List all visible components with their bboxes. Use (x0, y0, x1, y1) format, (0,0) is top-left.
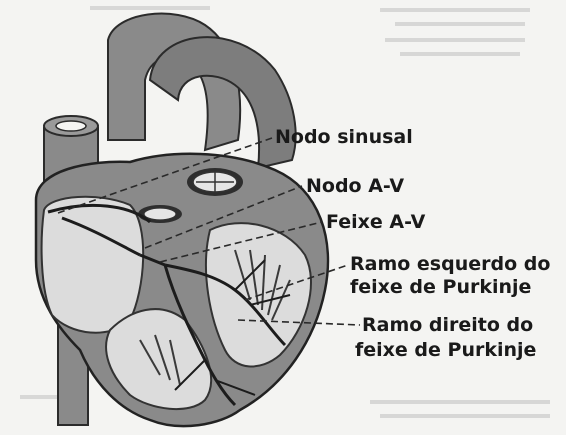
label-left-branch-line1: Ramo esquerdo do (350, 253, 550, 275)
label-av-bundle: Feixe A-V (326, 211, 426, 233)
great-vessels (108, 14, 296, 168)
right-atrium (42, 197, 144, 333)
label-left-branch-line2: feixe de Purkinje (350, 276, 531, 298)
label-sa-node: Nodo sinusal (275, 126, 413, 148)
label-right-branch-line2: feixe de Purkinje (355, 339, 536, 361)
label-right-branch-line1: Ramo direito do (362, 314, 533, 336)
label-av-node: Nodo A-V (306, 175, 404, 197)
